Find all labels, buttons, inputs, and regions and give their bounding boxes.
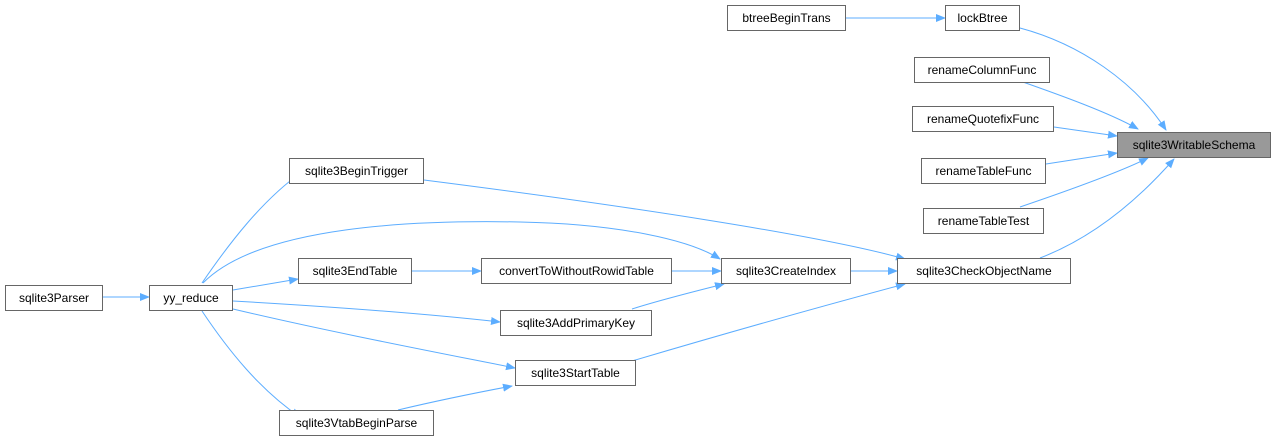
node-sqlite3begintrigger[interactable]: sqlite3BeginTrigger xyxy=(289,158,424,184)
edge-lockbtree-to-writableschema xyxy=(1019,27,1167,131)
edge-starttable-to-checkobjectname xyxy=(631,282,906,362)
node-renamecolumnfunc[interactable]: renameColumnFunc xyxy=(914,57,1050,83)
node-lockbtree[interactable]: lockBtree xyxy=(945,5,1020,31)
node-btreebegintrans[interactable]: btreeBeginTrans xyxy=(727,5,846,31)
edge-renametabletest-to-writableschema xyxy=(1019,157,1149,208)
edge-begintrigger-to-checkobjectname xyxy=(423,179,906,261)
edge-yyreduce-to-endtable xyxy=(232,276,299,291)
edge-renametablefunc-to-writableschema xyxy=(1045,150,1118,165)
edge-renamequotefixfunc-to-writableschema xyxy=(1053,126,1118,139)
node-renametablefunc[interactable]: renameTableFunc xyxy=(921,158,1046,184)
node-yy-reduce[interactable]: yy_reduce xyxy=(149,285,233,311)
node-sqlite3endtable[interactable]: sqlite3EndTable xyxy=(298,258,412,284)
edge-yyreduce-to-createindex xyxy=(202,221,721,284)
node-sqlite3addprimarykey[interactable]: sqlite3AddPrimaryKey xyxy=(500,310,652,336)
node-sqlite3writableschema[interactable]: sqlite3WritableSchema xyxy=(1117,132,1271,158)
node-sqlite3starttable[interactable]: sqlite3StartTable xyxy=(515,360,636,386)
edge-yyreduce-to-addprimarykey xyxy=(232,300,501,325)
edge-checkobjectname-to-writableschema xyxy=(1039,158,1175,259)
node-sqlite3vtabbeginparse[interactable]: sqlite3VtabBeginParse xyxy=(279,410,434,436)
node-renamequotefixfunc[interactable]: renameQuotefixFunc xyxy=(912,106,1054,132)
edge-addprimarykey-to-createindex xyxy=(631,282,725,310)
node-sqlite3createindex[interactable]: sqlite3CreateIndex xyxy=(721,258,851,284)
node-sqlite3checkobjectname[interactable]: sqlite3CheckObjectName xyxy=(897,258,1071,284)
edge-yyreduce-to-starttable xyxy=(232,308,516,371)
edge-yyreduce-to-vtabbeginparse xyxy=(201,310,301,418)
edge-yyreduce-to-begintrigger xyxy=(201,171,303,284)
node-renametabletest[interactable]: renameTableTest xyxy=(923,208,1044,234)
node-converttowithoutrowidtable[interactable]: convertToWithoutRowidTable xyxy=(481,258,672,284)
edge-renamecolumnfunc-to-writableschema xyxy=(1019,80,1139,130)
edge-vtabbeginparse-to-starttable xyxy=(397,383,513,411)
node-sqlite3parser[interactable]: sqlite3Parser xyxy=(5,285,103,311)
